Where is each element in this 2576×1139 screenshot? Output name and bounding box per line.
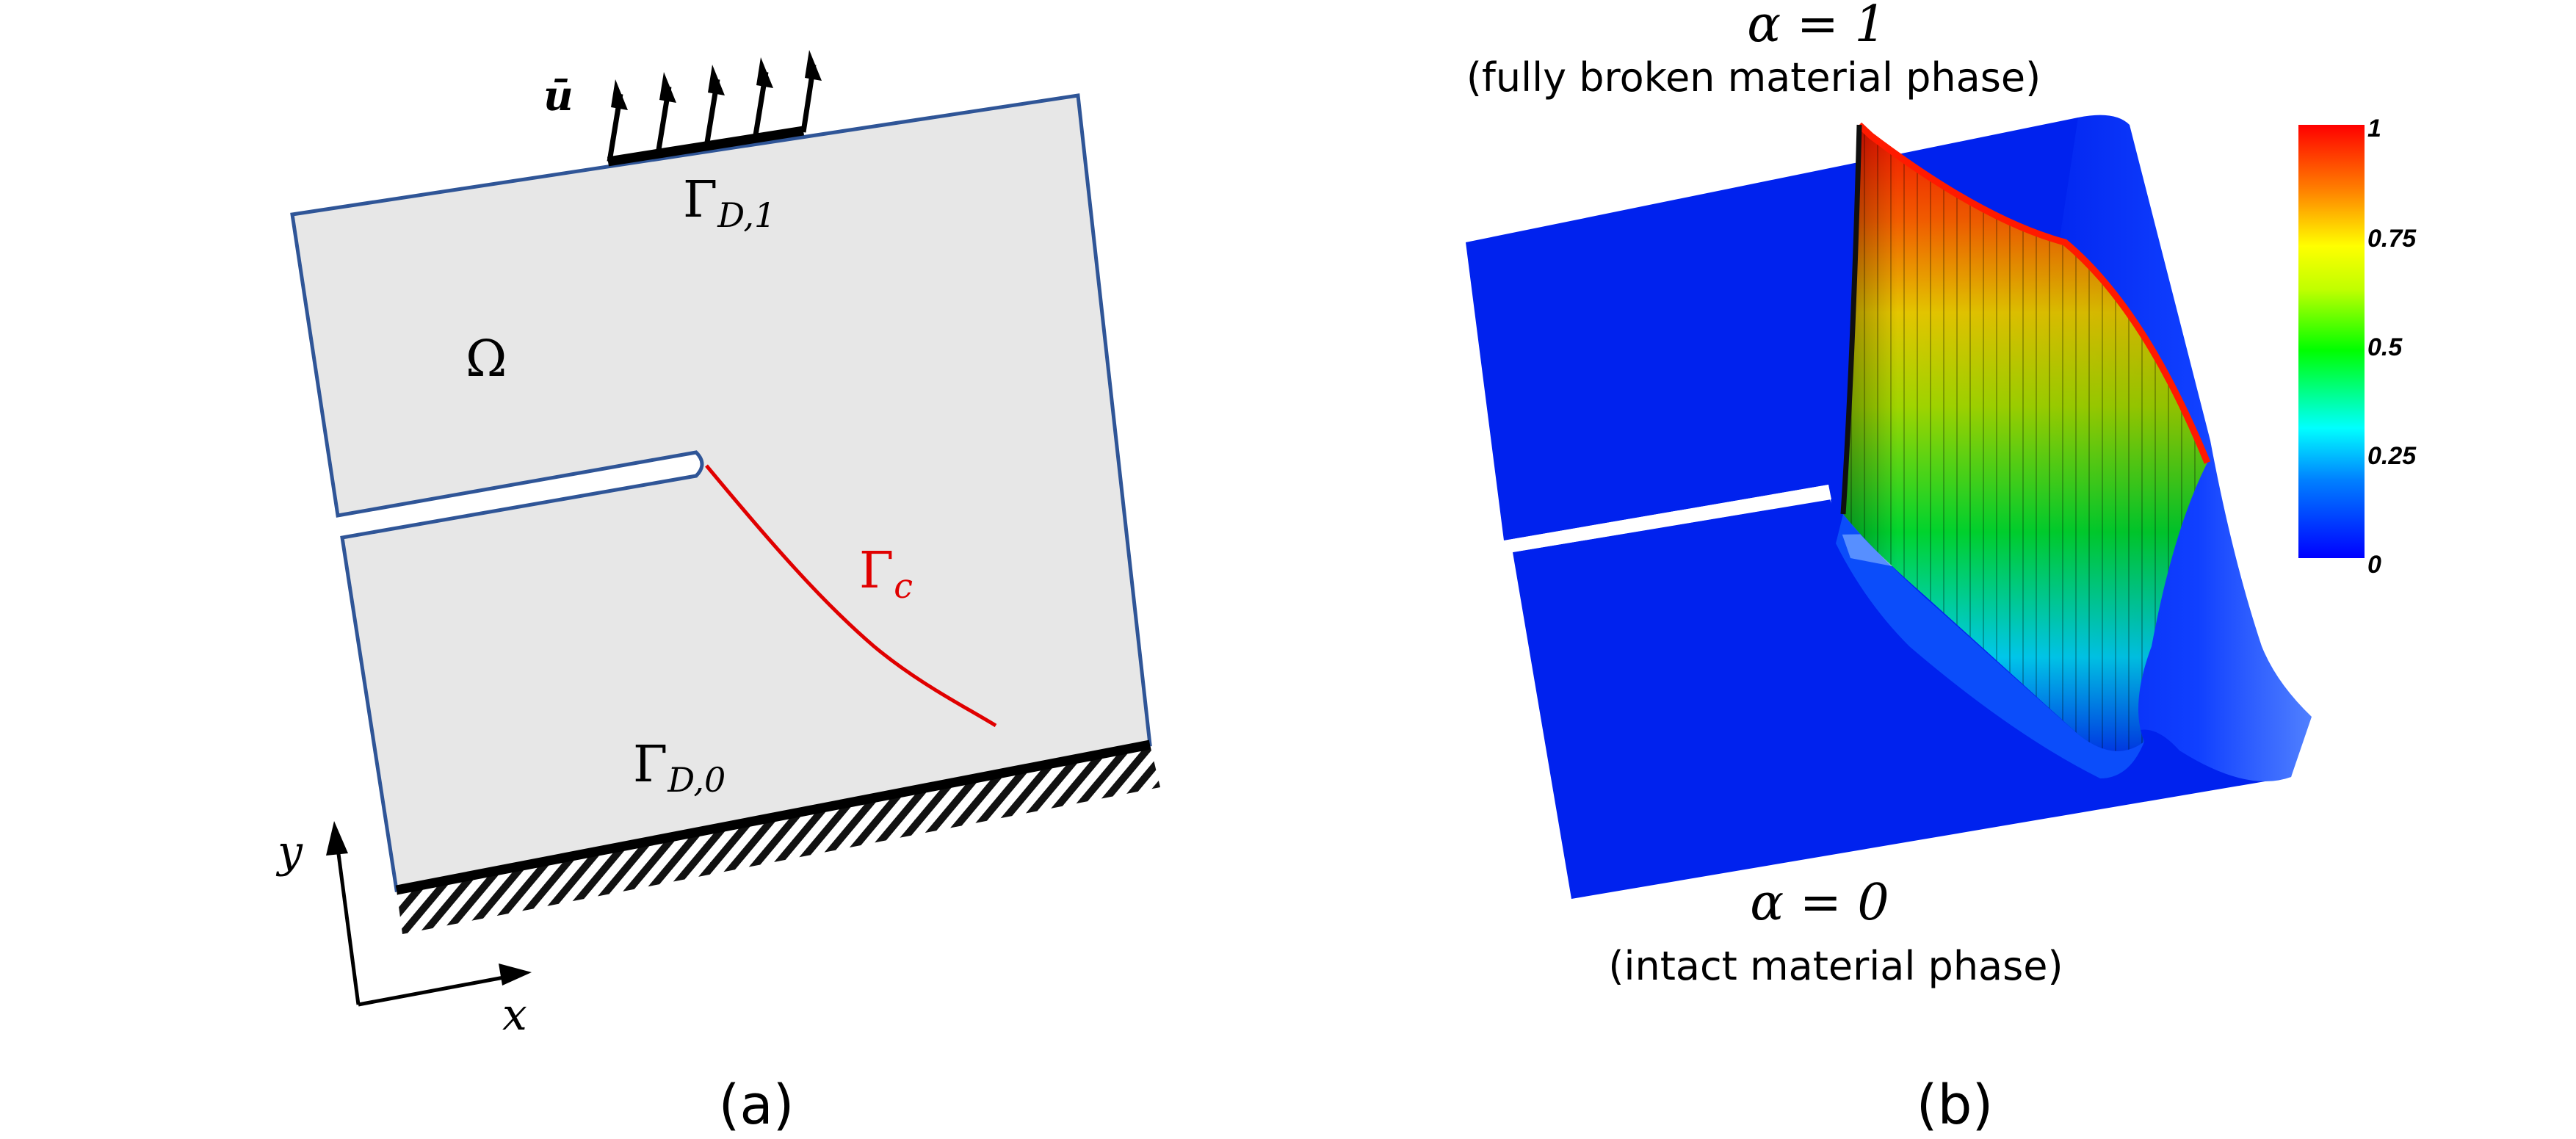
panel-a: ū ΓD,1 Ω Γc ΓD,0 y x (a) [275,50,1160,1137]
crack-path-label-sub: c [894,566,913,606]
top-boundary-label-base: Γ [683,171,717,229]
top-boundary-label: ΓD,1 [683,171,775,235]
panel-b: α = 1 (fully broken material phase) α = … [1466,0,2417,1137]
surface-lower-plate [1513,499,2306,899]
bottom-boundary-label-base: Γ [633,736,667,794]
crack-path-line [705,464,997,728]
panel-b-caption: (b) [1917,1074,1994,1137]
alpha-one-label: α = 1 [1747,0,1886,54]
load-arrows [607,50,822,162]
crack-path-label-base: Γ [859,542,894,600]
colorbar-tick-0-75: 0.75 [2367,225,2417,253]
colorbar-tick-1: 1 [2367,115,2381,142]
alpha-one-sublabel: (fully broken material phase) [1466,54,2041,101]
surface-notch-gap [1504,485,1831,552]
bottom-boundary-line [395,740,1151,895]
crack-ridge [1836,122,2211,778]
colorbar-tick-0-25: 0.25 [2367,442,2417,470]
axis-x-label: x [502,989,527,1041]
colorbar-tick-0-5: 0.5 [2367,333,2403,361]
colorbar-gradient [2298,125,2365,558]
bottom-boundary-label-sub: D,0 [667,760,726,800]
colorbar-tick-0: 0 [2367,551,2381,579]
coordinate-axes [326,821,532,1007]
load-label: ū [543,72,574,120]
panel-a-caption: (a) [718,1074,794,1137]
colorbar: 1 0.75 0.5 0.25 0 [2298,115,2417,579]
crack-path-label: Γc [859,542,913,606]
top-boundary-label-sub: D,1 [717,195,775,235]
fixed-support-hatching [397,745,1160,934]
axis-y-label: y [275,826,303,878]
domain-label: Ω [466,330,507,388]
alpha-zero-sublabel: (intact material phase) [1608,943,2063,989]
bottom-boundary-label: ΓD,0 [633,736,726,800]
alpha-zero-label: α = 0 [1750,874,1889,932]
